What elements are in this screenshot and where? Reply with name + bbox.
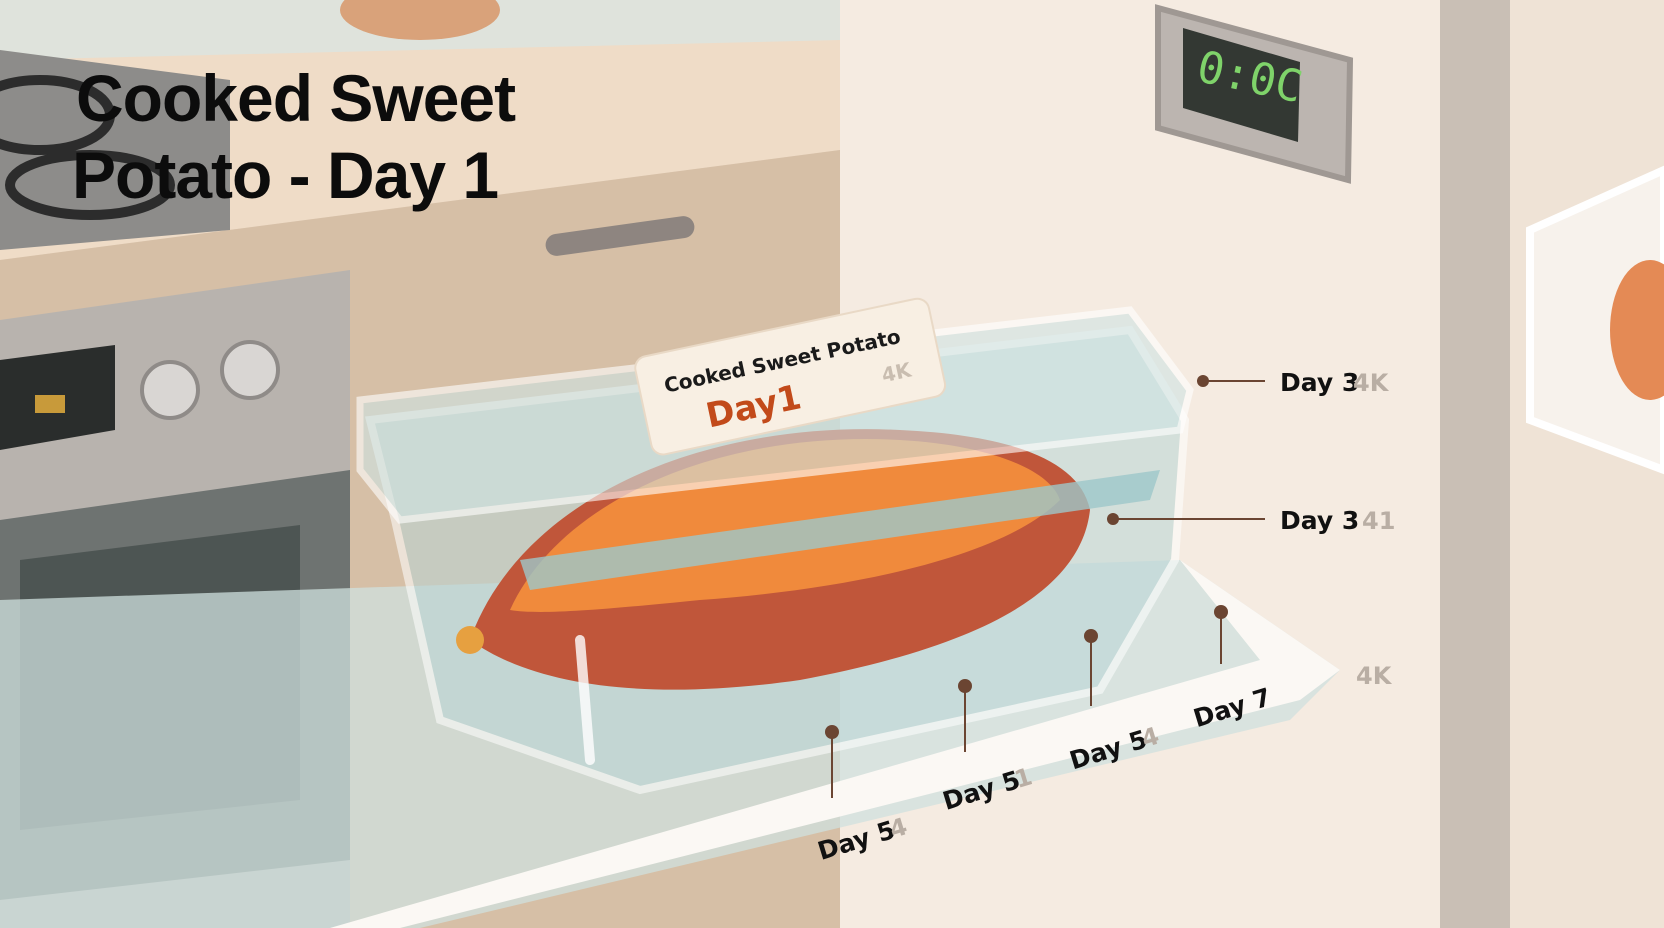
timer-clock: 0:0C (1155, 4, 1354, 184)
svg-text:41: 41 (1362, 507, 1395, 535)
callout-day3-top: Day 3 4K (1197, 368, 1390, 397)
bowl (340, 0, 500, 40)
door-fruit (1610, 260, 1664, 400)
svg-text:Day 3: Day 3 (1280, 368, 1359, 397)
drawer-handle (545, 216, 695, 256)
callout-4k: 4K (1356, 662, 1393, 690)
stove-top (0, 50, 230, 250)
title-line-1: Cooked Sweet (76, 61, 516, 135)
title-line-2: Potato - Day 1 (72, 138, 498, 212)
fridge-door-seal (1440, 0, 1510, 928)
door-bin (1526, 165, 1664, 475)
pin-markers (825, 605, 1228, 798)
svg-text:Day 3: Day 3 (1280, 506, 1359, 535)
food-container (356, 306, 1194, 795)
svg-text:4K: 4K (1353, 369, 1390, 397)
container-label: Cooked Sweet Potato Day1 4K (634, 297, 947, 456)
callout-day3-middle: Day 3 41 (1107, 506, 1395, 535)
